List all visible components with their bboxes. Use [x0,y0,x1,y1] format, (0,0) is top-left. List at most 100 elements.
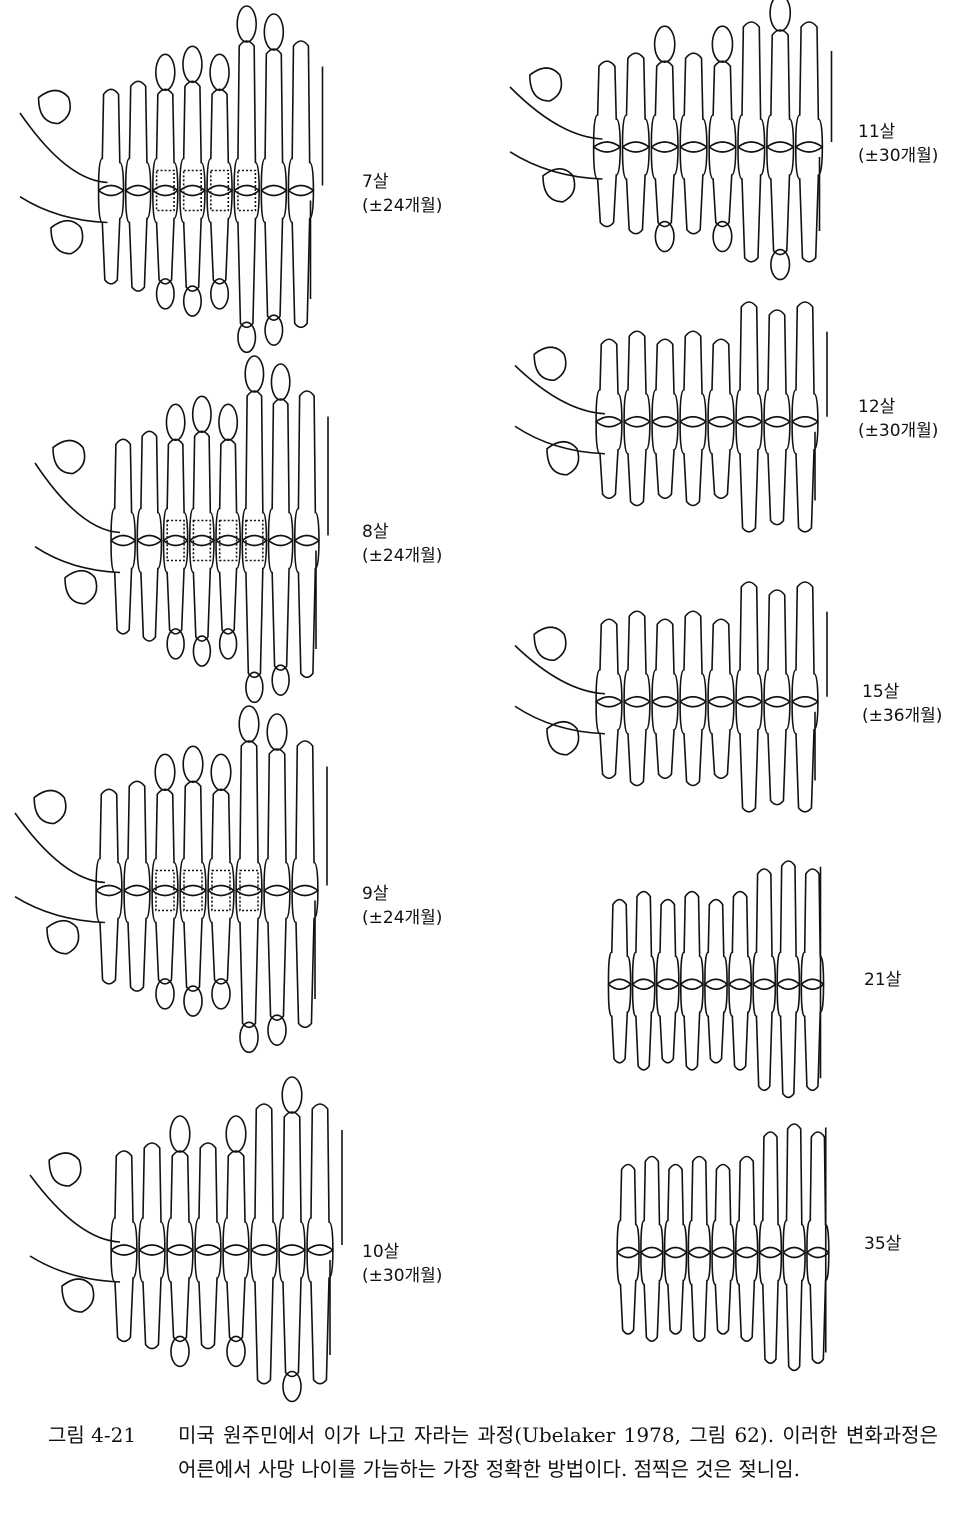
lower-tooth [806,1246,830,1365]
lower-tooth [763,695,791,806]
tooth-bud [64,569,98,605]
upper-tooth [623,330,651,428]
upper-tooth [260,48,288,197]
deciduous-tooth-stippled [183,869,203,912]
deciduous-tooth-stippled [166,519,185,562]
upper-tooth [687,1155,711,1259]
lower-tooth [794,141,824,263]
tooth-bud [533,626,567,662]
lower-tooth [287,184,315,329]
upper-tooth [623,610,651,708]
developing-crown [183,985,203,1017]
figure-number: 그림 4-21 [48,1423,137,1447]
developing-crown [264,314,284,346]
upper-tooth [97,88,125,197]
developing-crown [281,1076,303,1114]
upper-tooth [215,438,242,547]
deciduous-tooth-stippled [210,169,230,212]
dentition-drawing-7 [19,5,330,354]
lower-tooth [607,978,632,1064]
developing-crown [226,1335,246,1368]
dentition-drawing-11 [509,0,840,281]
developing-crown [155,278,175,310]
dentition-drawing-12 [514,298,835,533]
lower-tooth [97,184,125,285]
upper-tooth [763,589,791,708]
lower-tooth [655,978,680,1064]
upper-jaw-line [509,86,603,140]
developing-crown [263,13,285,51]
developing-crown [245,671,264,704]
lower-tooth [651,415,679,500]
upper-tooth [616,1163,640,1259]
lower-tooth [623,415,651,507]
upper-tooth [704,898,728,991]
developing-crown [210,278,230,310]
lower-jaw-line [514,425,606,455]
upper-tooth [651,618,679,708]
upper-jaw-line [14,812,106,884]
lower-jaw-line [14,896,106,924]
age-label-9: 9살(±24개월) [362,884,443,928]
dentition-drawing-9 [14,705,335,1054]
tooth-bud [546,720,580,756]
deciduous-tooth-stippled [218,519,238,562]
upper-tooth [631,890,656,991]
developing-crown [236,5,257,43]
developing-crown [211,978,231,1010]
upper-tooth [728,890,753,991]
upper-tooth [800,868,825,991]
upper-tooth [707,618,735,708]
upper-tooth [640,1155,664,1259]
age-label-15: 15살(±36개월) [862,682,943,726]
lower-tooth [138,1244,166,1350]
lower-tooth [152,184,179,285]
upper-tooth [166,1150,194,1256]
upper-tooth [621,52,650,153]
lower-tooth [222,1244,250,1343]
upper-tooth [291,740,319,897]
upper-jaw-line [514,364,606,415]
lower-tooth [631,978,656,1071]
upper-tooth [138,1142,166,1256]
developing-crown [155,978,175,1010]
upper-tooth [278,1111,306,1256]
upper-tooth [162,438,189,547]
upper-tooth [179,780,207,897]
lower-tooth [782,1246,806,1372]
lower-tooth [233,184,260,329]
lower-tooth [763,415,791,526]
lower-tooth [110,534,137,635]
tooth-bud [542,168,576,203]
lower-tooth [136,534,163,642]
lower-tooth [791,695,819,813]
lower-tooth [278,1244,306,1378]
developing-crown [271,664,290,696]
caption-text: 미국 원주민에서 이가 나고 자라는 과정(Ubelaker 1978, 그림 … [178,1423,938,1481]
upper-tooth [791,301,819,428]
lower-tooth [679,141,708,235]
tooth-bud [33,789,67,825]
developing-crown [238,705,260,743]
upper-tooth [651,338,679,428]
age-label-11: 11살(±30개월) [858,122,939,166]
lower-tooth [306,1244,334,1385]
developing-crown [244,355,265,393]
lower-tooth [679,695,707,787]
deciduous-tooth-stippled [237,169,257,212]
developing-crown [165,403,186,442]
lower-tooth [95,884,123,985]
upper-tooth [679,890,704,991]
dentition-drawing-21 [530,855,840,1099]
upper-tooth [263,748,291,897]
upper-tooth [110,1150,138,1256]
lower-tooth [616,1246,640,1335]
developing-crown [653,25,676,64]
lower-tooth [207,884,235,985]
upper-tooth [782,1123,806,1259]
lower-tooth [707,415,735,500]
upper-tooth [735,581,763,708]
upper-tooth [679,330,707,428]
upper-tooth [136,430,163,547]
tooth-bud [52,439,86,475]
